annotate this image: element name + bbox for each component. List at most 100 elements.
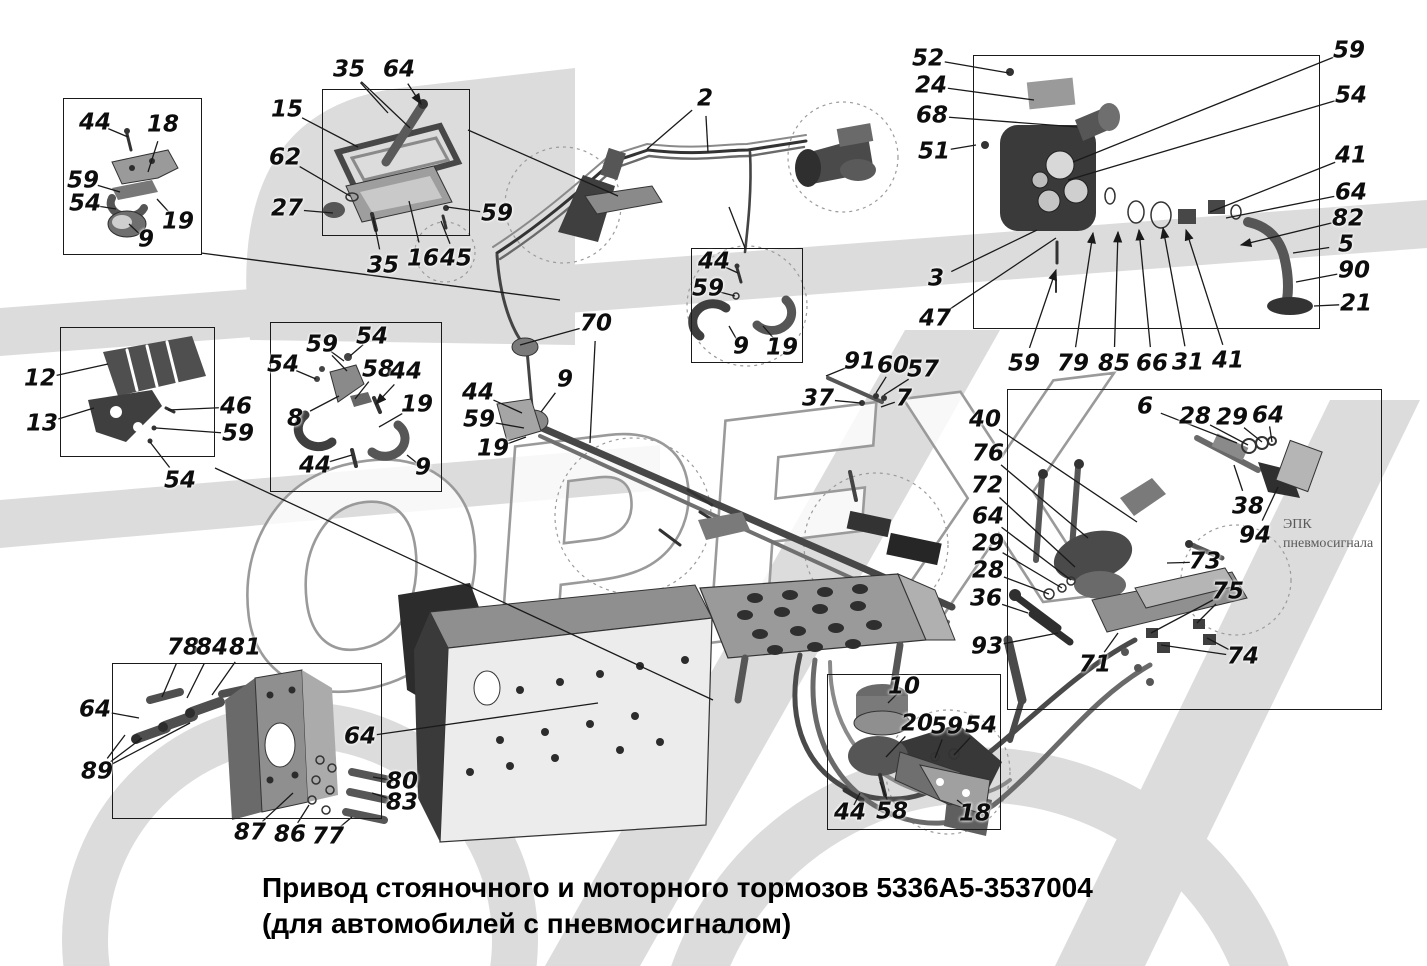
- callout-35: 35: [366, 252, 400, 279]
- callout-54: 54: [355, 323, 389, 350]
- leader-line: [1135, 228, 1152, 348]
- leader-line: [440, 220, 451, 245]
- inset-clamp-top-left: [63, 98, 202, 255]
- callout-66: 66: [1135, 350, 1169, 377]
- leader-line: [956, 799, 969, 809]
- inset-frame-bracket: [112, 663, 382, 819]
- leader-line: [303, 209, 334, 214]
- leader-line: [887, 692, 899, 704]
- leader-line: [149, 441, 171, 468]
- leader-line: [495, 422, 525, 429]
- callout-44: 44: [298, 452, 332, 479]
- leader-line: [349, 344, 364, 357]
- drawing-title: Привод стояночного и моторного тормозов …: [262, 870, 1093, 941]
- callout-20: 20: [900, 710, 934, 737]
- callout-28: 28: [971, 557, 1005, 584]
- callout-29: 29: [1215, 404, 1249, 431]
- leader-line: [999, 497, 1076, 568]
- leader-line: [948, 237, 1057, 311]
- callout-60: 60: [876, 352, 910, 379]
- leader-line: [1003, 576, 1050, 595]
- leader-line: [1103, 632, 1119, 653]
- leader-line: [161, 663, 177, 698]
- callout-70: 70: [579, 310, 613, 337]
- leader-line: [519, 327, 580, 346]
- callout-6: 6: [1136, 393, 1154, 420]
- leader-line: [1233, 464, 1244, 492]
- callout-59: 59: [305, 331, 339, 358]
- callout-47: 47: [918, 305, 952, 332]
- inset-small-clamps: [691, 248, 803, 363]
- leader-line: [330, 350, 345, 362]
- leader-line: [834, 399, 862, 404]
- callout-35: 35: [332, 56, 366, 83]
- inset-boot-lever: [60, 327, 215, 457]
- callout-68: 68: [915, 102, 949, 129]
- callout-27: 27: [270, 195, 304, 222]
- leader-line: [1209, 424, 1249, 446]
- callout-83: 83: [385, 789, 419, 816]
- leader-line: [295, 370, 317, 380]
- leader-line: [1295, 273, 1338, 283]
- leader-line: [106, 734, 126, 759]
- leader-line: [540, 392, 556, 413]
- leader-line: [58, 407, 95, 420]
- callout-85: 85: [1097, 350, 1131, 377]
- leader-line: [1150, 599, 1214, 634]
- callout-59: 59: [691, 275, 725, 302]
- leader-line: [331, 354, 348, 372]
- callout-9: 9: [414, 454, 432, 481]
- inset-lever-bushing: [827, 674, 1001, 830]
- callout-21: 21: [1339, 290, 1373, 317]
- callout-44: 44: [833, 799, 867, 826]
- leader-line: [97, 184, 121, 193]
- leader-line: [944, 61, 1010, 74]
- leader-line: [1184, 228, 1224, 346]
- drawing-title-line1: Привод стояночного и моторного тормозов …: [262, 872, 1093, 903]
- leader-line: [262, 792, 294, 822]
- leader-line: [299, 166, 351, 197]
- callout-54: 54: [1334, 82, 1368, 109]
- leader-line: [723, 265, 739, 274]
- callout-46: 46: [219, 393, 253, 420]
- leader-line: [1001, 526, 1072, 581]
- leader-line: [951, 229, 1038, 273]
- inset-pneumo-valve-epk: [1007, 389, 1382, 710]
- leader-line: [879, 781, 888, 801]
- leader-line: [354, 381, 370, 400]
- leader-line: [200, 252, 561, 301]
- callout-9: 9: [556, 366, 574, 393]
- callout-18: 18: [146, 111, 180, 138]
- leader-line: [1196, 603, 1217, 624]
- callout-59: 59: [930, 713, 964, 740]
- leader-line: [446, 206, 481, 213]
- leader-line: [646, 109, 693, 150]
- callout-90: 90: [1337, 257, 1371, 284]
- leader-line: [1292, 246, 1330, 254]
- callout-74: 74: [1226, 643, 1260, 670]
- callout-44: 44: [697, 248, 731, 275]
- callout-84: 84: [195, 634, 229, 661]
- leader-line: [359, 82, 389, 114]
- leader-line: [1000, 464, 1089, 539]
- leader-line: [718, 291, 736, 297]
- callout-93: 93: [970, 633, 1004, 660]
- callout-3: 3: [927, 265, 945, 292]
- leader-line: [880, 401, 896, 408]
- leader-line: [934, 739, 943, 759]
- callout-8: 8: [286, 405, 304, 432]
- leader-line: [825, 366, 847, 377]
- callout-19: 19: [161, 208, 195, 235]
- callout-12: 12: [23, 365, 57, 392]
- leader-line: [1001, 603, 1029, 614]
- callout-15: 15: [270, 96, 304, 123]
- callout-75: 75: [1211, 578, 1245, 605]
- callout-59: 59: [480, 200, 514, 227]
- leader-line: [107, 128, 129, 138]
- leader-line: [375, 383, 395, 405]
- leader-line: [406, 454, 418, 464]
- leader-line: [589, 340, 596, 444]
- inset-brake-valve: [973, 55, 1320, 329]
- callout-78: 78: [166, 634, 200, 661]
